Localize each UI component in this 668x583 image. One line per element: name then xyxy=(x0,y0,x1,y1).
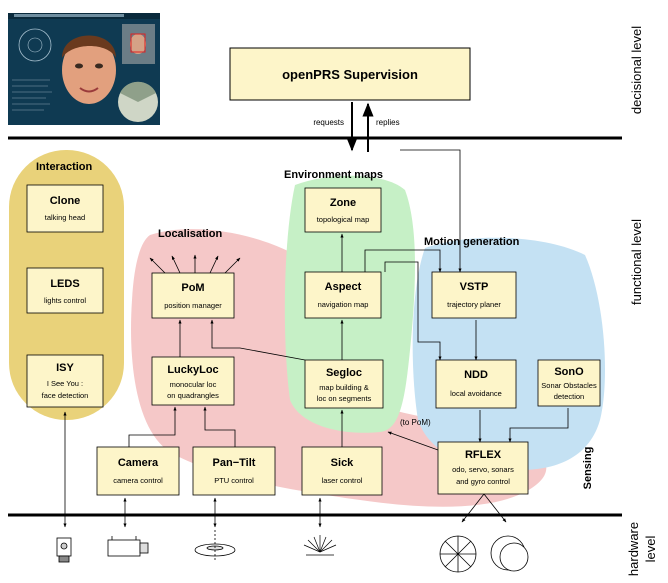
hardware-level-label-2: level xyxy=(643,536,658,563)
group-label-sensing: Sensing xyxy=(582,447,594,490)
module-ndd-name: NDD xyxy=(464,369,488,381)
module-luckyloc: LuckyLoc monocular loc on quadrangles xyxy=(151,356,235,406)
module-sick-name: Sick xyxy=(331,457,355,469)
module-vstp-name: VSTP xyxy=(460,281,489,293)
module-zone: Zone topological map xyxy=(304,187,382,233)
module-leds-name: LEDS xyxy=(50,278,79,290)
robot-face-screenshot xyxy=(8,13,160,125)
module-aspect-desc: navigation map xyxy=(318,300,369,309)
module-vstp-desc: trajectory planer xyxy=(447,300,501,309)
module-aspect-name: Aspect xyxy=(325,281,362,293)
module-sono-desc-1: Sonar Obstacles xyxy=(541,381,597,390)
hardware-level-label-1: hardware xyxy=(626,522,641,576)
module-isy: ISY I See You : face detection xyxy=(26,354,104,408)
module-pom-name: PoM xyxy=(181,282,204,294)
module-isy-desc-1: I See You : xyxy=(47,379,83,388)
module-rflex-name: RFLEX xyxy=(465,449,502,461)
module-zone-name: Zone xyxy=(330,197,356,209)
module-sono-name: SonO xyxy=(554,366,584,378)
module-pom: PoM position manager xyxy=(151,272,235,319)
module-sono: SonO Sonar Obstacles detection xyxy=(537,359,601,407)
module-sick-desc: laser control xyxy=(322,476,363,485)
module-rflex-desc-1: odo, servo, sonars xyxy=(452,465,514,474)
module-aspect: Aspect navigation map xyxy=(304,271,382,319)
module-camera-name: Camera xyxy=(118,457,159,469)
group-label-environment: Environment maps xyxy=(284,169,383,181)
group-label-interaction: Interaction xyxy=(36,161,93,173)
pan-tilt-unit-icon xyxy=(194,530,236,560)
group-label-localisation: Localisation xyxy=(158,228,222,240)
openprs-supervision-box xyxy=(229,47,471,101)
module-ndd-desc: local avoidance xyxy=(450,389,502,398)
connector-lines xyxy=(63,149,569,528)
openprs-supervision-label: openPRS Supervision xyxy=(282,67,418,82)
module-pan-tilt-name: Pan−Tilt xyxy=(213,457,256,469)
module-rflex: RFLEX odo, servo, sonars and gyro contro… xyxy=(437,441,529,495)
module-isy-desc-2: face detection xyxy=(42,391,89,400)
module-pom-desc: position manager xyxy=(164,301,222,310)
functional-level-label: functional level xyxy=(629,219,644,305)
video-camera-icon xyxy=(107,536,149,557)
wheel-icon xyxy=(439,535,477,573)
module-segloc: Segloc map building & loc on segments xyxy=(304,359,384,409)
requests-label: requests xyxy=(313,118,344,127)
module-clone-desc: talking head xyxy=(45,213,85,222)
group-label-motion: Motion generation xyxy=(424,236,520,248)
module-sono-desc-2: detection xyxy=(554,392,584,401)
module-sick: Sick laser control xyxy=(301,446,383,496)
face-image-icon xyxy=(62,35,116,104)
module-luckyloc-desc-1: monocular loc xyxy=(170,380,217,389)
module-luckyloc-desc-2: on quadrangles xyxy=(167,391,219,400)
module-vstp: VSTP trajectory planer xyxy=(431,271,517,319)
module-luckyloc-name: LuckyLoc xyxy=(167,364,218,376)
module-isy-name: ISY xyxy=(56,362,74,374)
face-camera-icon xyxy=(56,537,72,563)
sonar-disc-icon xyxy=(490,535,529,572)
module-clone: Clone talking head xyxy=(26,184,104,233)
laser-scanner-icon xyxy=(303,535,337,556)
module-zone-desc: topological map xyxy=(317,215,370,224)
module-camera-desc: camera control xyxy=(113,476,163,485)
module-segloc-name: Segloc xyxy=(326,367,362,379)
module-ndd: NDD local avoidance xyxy=(435,359,517,409)
module-camera: Camera camera control xyxy=(96,446,180,496)
module-clone-name: Clone xyxy=(50,195,81,207)
to-pom-label: (to PoM) xyxy=(400,418,431,427)
module-leds: LEDS lights control xyxy=(26,267,104,314)
replies-label: replies xyxy=(376,118,400,127)
module-leds-desc: lights control xyxy=(44,296,86,305)
module-rflex-desc-2: and gyro control xyxy=(456,477,510,486)
module-pan-tilt-desc: PTU control xyxy=(214,476,254,485)
module-pan-tilt: Pan−Tilt PTU control xyxy=(192,446,276,496)
module-segloc-desc-1: map building & xyxy=(319,383,369,392)
module-segloc-desc-2: loc on segments xyxy=(317,394,372,403)
decisional-level-label: decisional level xyxy=(629,26,644,114)
